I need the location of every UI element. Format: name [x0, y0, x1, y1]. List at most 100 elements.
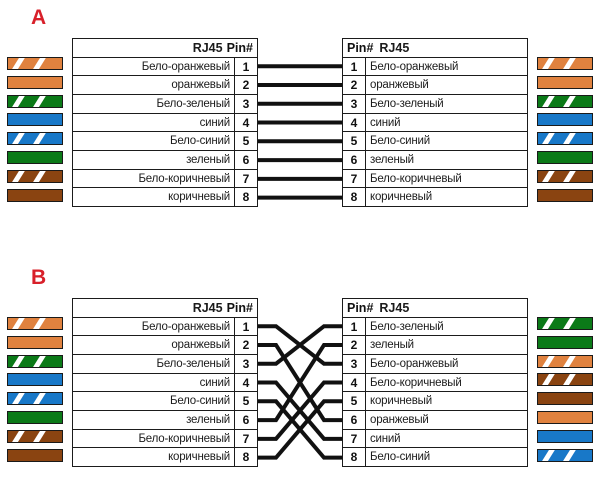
stripe-overlay: [538, 449, 592, 461]
a-right-wire-name-8: коричневый: [370, 191, 432, 204]
stripe-overlay: [538, 170, 592, 182]
stripe-mark: [28, 58, 49, 69]
table-row: оранжевый 2: [73, 75, 257, 95]
b-right-wire-name-1: Бело-зеленый: [370, 320, 444, 333]
a-left-wire-name-7: Бело-коричневый: [138, 172, 230, 185]
a-left-pin-number-2: 2: [234, 76, 257, 95]
table-header-row: RJ45 Pin#: [73, 39, 257, 57]
a-left-swatch-5: [7, 132, 63, 146]
stripe-mark: [8, 133, 28, 145]
b-left-pin-number-3: 3: [234, 355, 257, 373]
a-right-wire-name-4: синий: [370, 116, 401, 129]
swatch-column-a-right: [537, 57, 593, 202]
stripe-mark: [558, 95, 579, 107]
b-right-wire-name-4: Бело-коричневый: [370, 376, 462, 389]
wire-bundle-b-svg: [258, 324, 342, 460]
a-left-swatch-7: [7, 169, 63, 183]
a-right-wire-name-3: Бело-зеленый: [370, 97, 444, 110]
b-left-pin-number-2: 2: [234, 336, 257, 355]
a-left-swatch-8: [7, 188, 63, 202]
a-left-wire-name-3: Бело-зеленый: [156, 97, 230, 110]
wire-3-to-1: [258, 324, 342, 366]
a-right-swatch-2: [537, 75, 593, 89]
a-left-pin-number-6: 6: [234, 151, 257, 169]
b-left-swatch-1: [7, 317, 63, 330]
a-left-pin-number-3: 3: [234, 95, 257, 113]
stripe-overlay: [8, 355, 62, 367]
stripe-mark: [28, 170, 49, 182]
stripe-overlay: [8, 58, 62, 69]
wire-bundle-a-svg: [258, 64, 342, 200]
a-right-swatch-4: [537, 113, 593, 127]
header-pin-label: Pin#: [226, 40, 253, 55]
b-right-pin-number-2: 2: [343, 336, 366, 355]
a-right-wire-name-1: Бело-оранжевый: [370, 60, 459, 73]
swatch-column-a-left: [7, 57, 63, 202]
b-right-pin-number-4: 4: [343, 373, 366, 392]
a-right-pin-number-7: 7: [343, 169, 366, 188]
a-left-wire-name-2: оранжевый: [171, 79, 230, 92]
b-left-wire-name-7: Бело-коричневый: [138, 432, 230, 445]
a-left-pin-number-4: 4: [234, 113, 257, 132]
a-right-wire-name-6: зеленый: [370, 153, 414, 166]
table-row: 8 коричневый: [343, 187, 527, 207]
a-left-swatch-2: [7, 75, 63, 89]
b-left-pin-number-8: 8: [234, 448, 257, 467]
a-right-pin-number-1: 1: [343, 57, 366, 76]
stripe-mark: [538, 374, 558, 386]
b-left-wire-name-1: Бело-оранжевый: [141, 320, 230, 333]
a-right-swatch-5: [537, 132, 593, 146]
header-rj45-label: RJ45: [192, 300, 223, 315]
b-left-wire-name-3: Бело-зеленый: [156, 357, 230, 370]
b-right-pin-number-8: 8: [343, 448, 366, 467]
header-pin-label: Pin#: [347, 300, 374, 315]
stripe-mark: [28, 355, 49, 367]
stripe-mark: [8, 318, 28, 329]
header-pin-label: Pin#: [347, 40, 374, 55]
stripe-mark: [558, 449, 579, 461]
a-left-wire-name-8: коричневый: [168, 191, 230, 204]
header-pin-label: Pin#: [226, 300, 253, 315]
b-left-swatch-7: [7, 429, 63, 443]
b-left-pin-number-1: 1: [234, 317, 257, 336]
wire-8-to-5: [258, 399, 342, 460]
stripe-overlay: [538, 374, 592, 386]
b-right-pin-number-6: 6: [343, 411, 366, 429]
table-header-row: RJ45 Pin#: [73, 299, 257, 317]
b-left-wire-name-5: Бело-синий: [170, 395, 230, 408]
a-left-swatch-6: [7, 150, 63, 164]
b-right-swatch-2: [537, 335, 593, 349]
wire-6-to-2: [258, 342, 342, 423]
b-right-wire-name-3: Бело-оранжевый: [370, 357, 459, 370]
table-row: 1 Бело-оранжевый: [343, 56, 527, 76]
b-right-wire-name-5: коричневый: [370, 395, 432, 408]
a-left-wire-name-4: синий: [199, 116, 231, 129]
b-left-swatch-5: [7, 392, 63, 406]
table-row: 4 Бело-коричневый: [343, 372, 527, 392]
a-right-pin-number-8: 8: [343, 188, 366, 207]
b-right-swatch-4: [537, 373, 593, 387]
a-right-swatch-8: [537, 188, 593, 202]
stripe-overlay: [8, 95, 62, 107]
a-right-swatch-7: [537, 169, 593, 183]
b-left-wire-name-4: синий: [199, 376, 231, 389]
